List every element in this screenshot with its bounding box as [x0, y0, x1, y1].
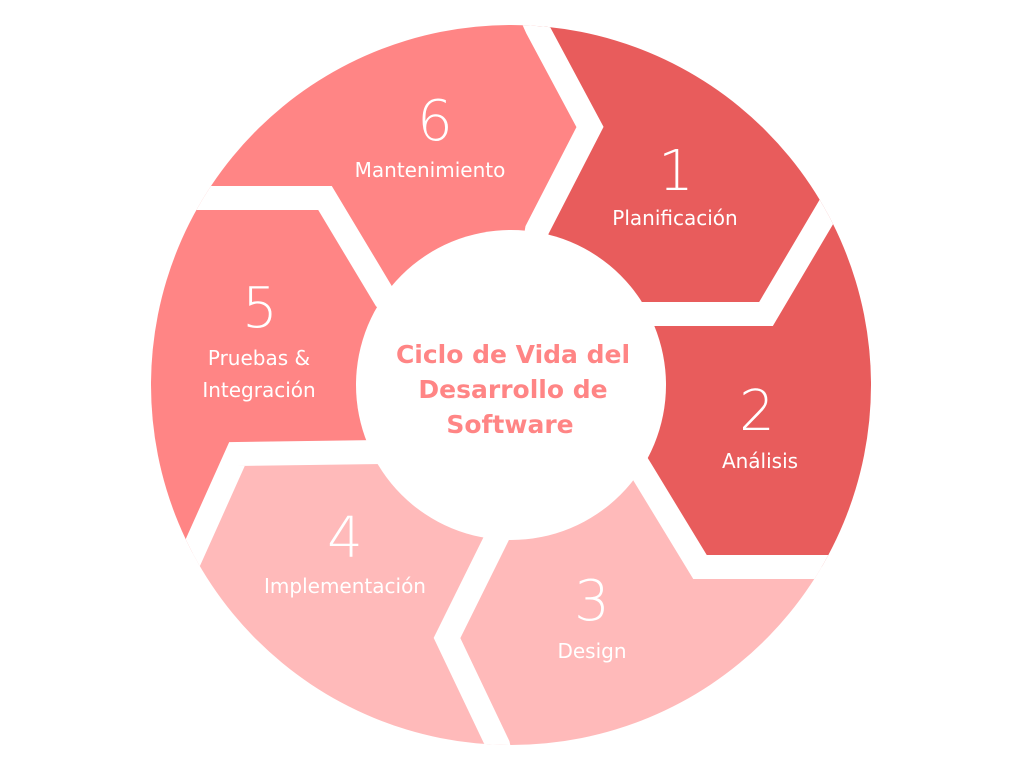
step-2-label: Análisis — [722, 449, 798, 473]
step-5-number: 5 — [242, 276, 278, 341]
step-2-number: 2 — [739, 379, 775, 444]
diagram-title-line3: Software — [446, 410, 573, 439]
step-3-label: Design — [557, 639, 626, 663]
segment-1-planificacion — [511, 25, 871, 385]
center-circle — [356, 230, 666, 540]
step-4-label: Implementación — [264, 574, 426, 598]
step-6-number: 6 — [417, 89, 453, 154]
step-3-number: 3 — [574, 569, 610, 634]
step-5-label-line1: Pruebas & — [208, 346, 310, 370]
step-4-number: 4 — [327, 506, 363, 571]
diagram-title-line2: Desarrollo de — [418, 375, 607, 404]
step-5-label-line2: Integración — [202, 378, 315, 402]
diagram-title-line1: Ciclo de Vida del — [396, 340, 630, 369]
step-6-label: Mantenimiento — [355, 158, 506, 182]
step-1-number: 1 — [658, 139, 694, 204]
step-1-label: Planificación — [612, 206, 737, 230]
